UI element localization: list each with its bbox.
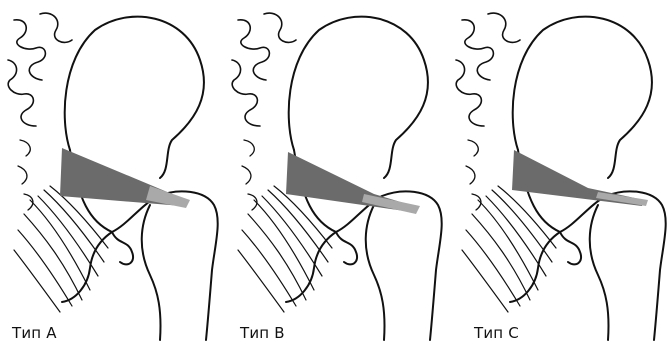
femur-inner	[590, 205, 609, 340]
ilium-outline	[513, 17, 652, 178]
hip-anatomy-drawing-c	[448, 0, 672, 351]
panel-type-a: Тип A	[0, 0, 224, 351]
sacrum-edge	[14, 20, 45, 80]
ilium-outline	[289, 17, 428, 178]
femur-inner	[142, 205, 161, 340]
hip-anatomy-drawing-b	[224, 0, 448, 351]
panel-type-c: Тип C	[448, 0, 672, 351]
femur-outline	[336, 191, 442, 340]
lesser-trochanter	[336, 232, 357, 264]
hip-anatomy-drawing-a	[0, 0, 224, 351]
sacrum-edge	[462, 20, 493, 80]
ischium-outline	[286, 232, 336, 302]
femur-outline	[560, 191, 666, 340]
femur-inner	[366, 205, 385, 340]
ligament-band-light	[596, 192, 648, 206]
lesser-trochanter	[560, 232, 581, 264]
lesser-trochanter	[112, 232, 133, 264]
ischium-outline	[62, 232, 112, 302]
ischium-outline	[510, 232, 560, 302]
femur-outline	[112, 191, 218, 340]
panel-label: Тип A	[12, 324, 57, 342]
panel-type-b: Тип B	[224, 0, 448, 351]
sacrum-edge	[238, 20, 269, 80]
ilium-outline	[65, 17, 204, 178]
panel-label: Тип B	[240, 324, 285, 342]
panel-label: Тип C	[474, 324, 519, 342]
